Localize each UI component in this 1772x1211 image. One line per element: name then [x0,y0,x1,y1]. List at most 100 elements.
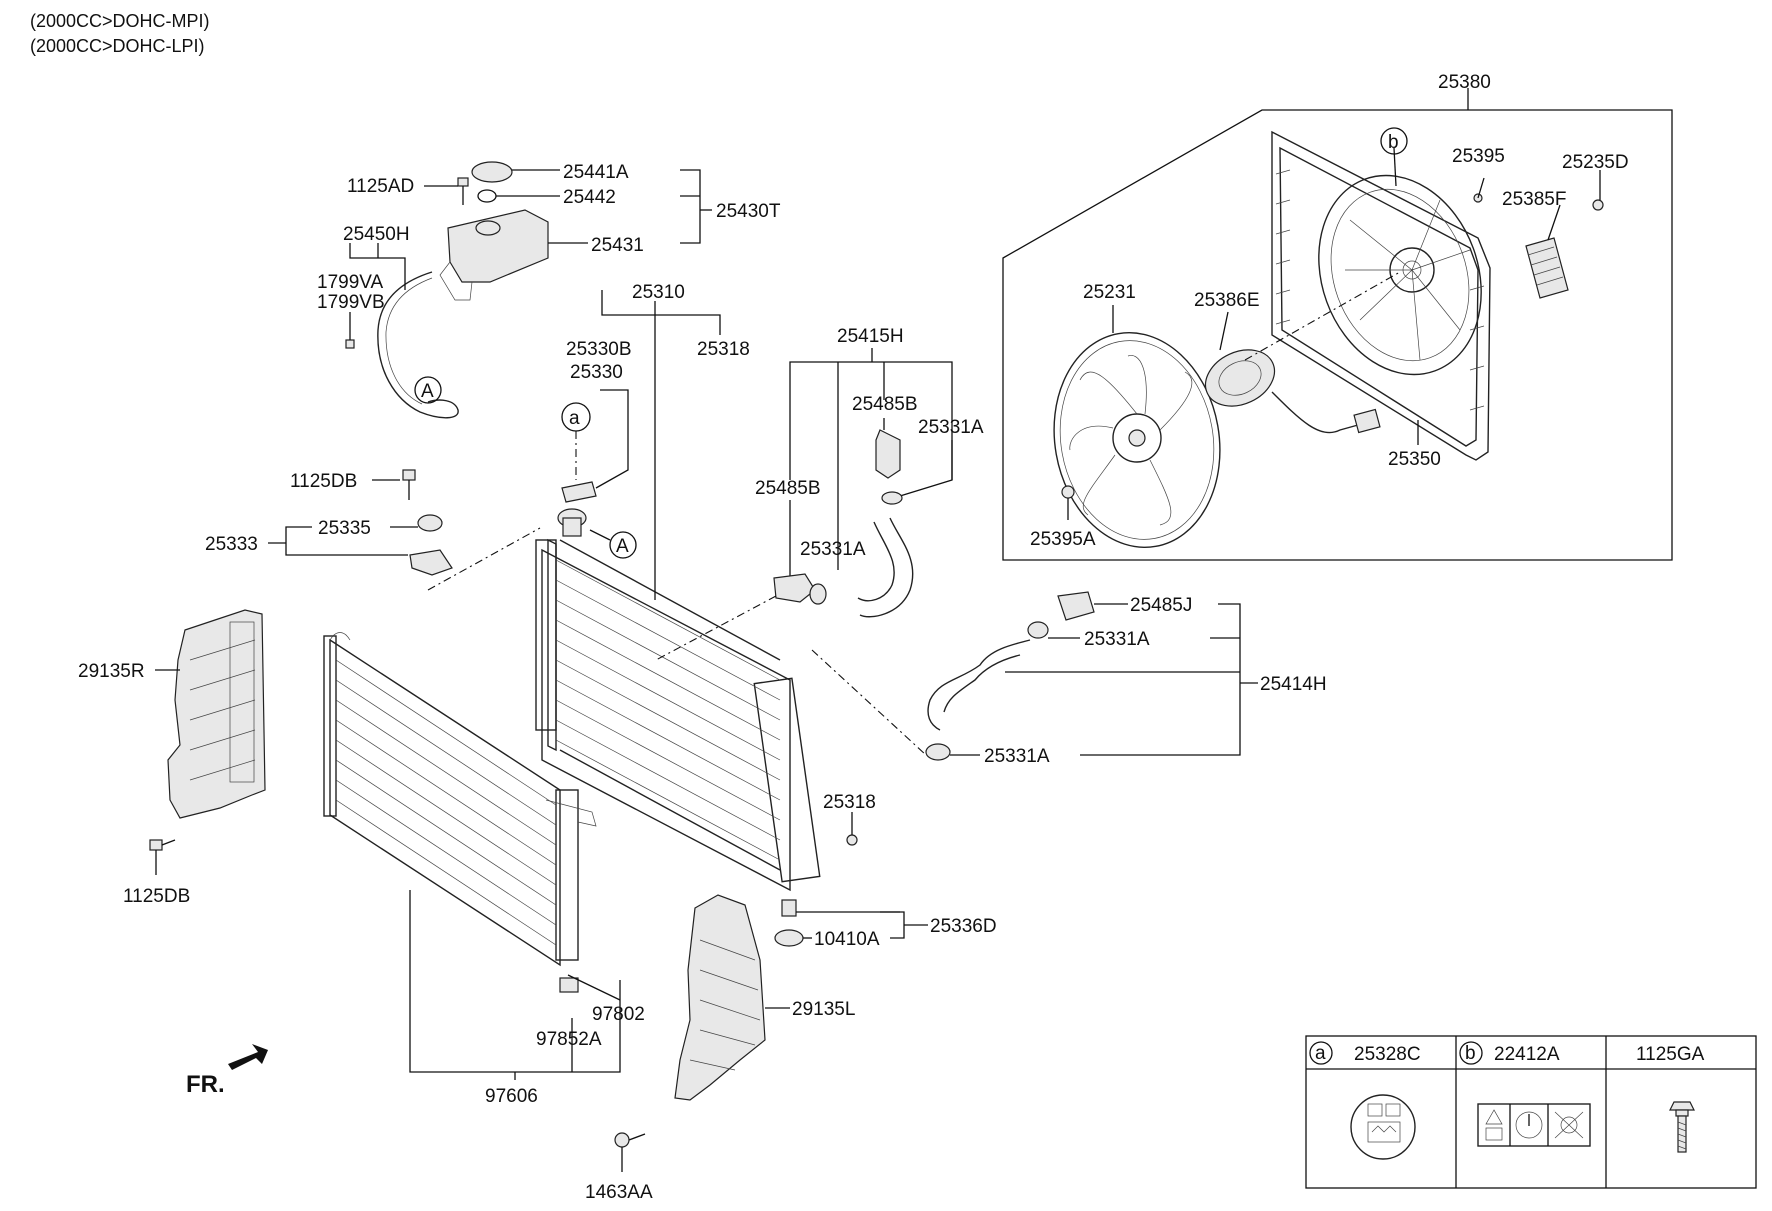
label-25441A[interactable]: 25441A [563,162,629,183]
label-25414H[interactable]: 25414H [1260,674,1327,695]
callout-a: a [569,408,580,429]
reservoir-tank [447,209,549,283]
clamp-25331A-c [1027,621,1049,639]
lower-hose [927,639,1031,731]
label-25485J[interactable]: 25485J [1130,595,1192,616]
label-25331A-b[interactable]: 25331A [800,539,866,560]
clip-1799VB [345,312,355,349]
clamp-25331A-b [809,583,827,605]
warning-label-rect-icon [1477,1103,1591,1147]
label-25336D[interactable]: 25336D [930,916,997,937]
header-line-2: (2000CC>DOHC-LPI) [30,36,205,56]
header-line-1: (2000CC>DOHC-MPI) [30,11,210,31]
screw-25395 [1473,177,1485,203]
label-25333[interactable]: 25333 [205,534,258,555]
label-25331A-c[interactable]: 25331A [1084,629,1150,650]
bracket-25333 [409,549,453,576]
label-25395A[interactable]: 25395A [1030,529,1096,550]
fan-blade-25231 [1053,331,1221,549]
o-ring-10410A [774,929,804,947]
label-97852A[interactable]: 97852A [536,1029,602,1050]
label-1125AD[interactable]: 1125AD [347,176,414,197]
label-1799VB[interactable]: 1799VB [317,292,385,313]
bolt-1125DB-lower [149,839,176,851]
screw-25395A [1061,485,1075,520]
fitting-25485B-lower [773,573,816,603]
label-25386E[interactable]: 25386E [1194,290,1260,311]
label-25485B-lower[interactable]: 25485B [755,478,821,499]
label-25231[interactable]: 25231 [1083,282,1136,303]
legend-key-a: a [1315,1043,1326,1064]
legend-part-1125GA[interactable]: 1125GA [1636,1044,1705,1065]
bolt-1125AD [457,177,469,205]
label-25318-top[interactable]: 25318 [697,339,750,360]
callout-A-lower: A [616,536,629,557]
label-25431[interactable]: 25431 [591,235,644,256]
resistor-25385F [1525,204,1569,299]
callout-b: b [1388,132,1399,153]
air-guard-29135R: 29135R 1125DB [78,609,266,907]
label-25442[interactable]: 25442 [563,187,616,208]
callout-A-lower-circle [609,531,637,559]
clamp-25331A-a [881,491,903,505]
label-25318-lower[interactable]: 25318 [823,792,876,813]
label-25380[interactable]: 25380 [1438,72,1491,93]
lower-hose-group: 25485J 25331A 25331A 25414H [811,591,1327,767]
legend-part-25328C[interactable]: 25328C [1354,1044,1421,1065]
label-25450H[interactable]: 25450H [343,224,410,245]
drain-plug [781,899,797,917]
bolt-1125GA-icon [1669,1101,1695,1153]
label-29135R[interactable]: 29135R [78,661,145,682]
legend-table: a 25328C b 22412A 1125GA [1305,1035,1757,1189]
label-25385F[interactable]: 25385F [1502,189,1566,210]
radiator-cap-25330 [561,481,597,503]
legend-key-b: b [1465,1043,1476,1064]
label-25330B[interactable]: 25330B [566,339,632,360]
label-29135L[interactable]: 29135L [792,999,855,1020]
label-25430T[interactable]: 25430T [716,201,781,222]
air-guard-29135L: 29135L [674,894,855,1101]
legend-part-22412A[interactable]: 22412A [1494,1044,1560,1065]
o-ring-25442 [477,189,497,203]
label-1463AA[interactable]: 1463AA [585,1182,653,1203]
label-25235D[interactable]: 25235D [1562,152,1629,173]
label-97606[interactable]: 97606 [485,1086,538,1107]
label-25331A-d[interactable]: 25331A [984,746,1050,767]
front-label: FR. [186,1071,225,1098]
front-arrow-icon [228,1044,268,1070]
bolt-1463AA [614,1132,646,1172]
label-25331A-a[interactable]: 25331A [918,417,984,438]
callout-A-upper-circle [414,376,442,404]
fan-shroud-assembly: 25380 b 25395 25235D [1002,72,1673,561]
clamp-25331A-d [925,743,951,761]
label-25335[interactable]: 25335 [318,518,371,539]
bracket-group-25333: 1125DB 25335 25333 [205,469,541,591]
label-1125DB-lower[interactable]: 1125DB [123,886,190,907]
warning-label-round-icon [1350,1094,1416,1160]
upper-hose [859,517,914,618]
label-25395[interactable]: 25395 [1452,146,1505,167]
fan-shroud [1271,130,1491,461]
fitting-25485B-upper [875,429,901,479]
label-1125DB-upper[interactable]: 1125DB [290,471,357,492]
label-1799VA[interactable]: 1799VA [317,272,384,293]
label-10410A[interactable]: 10410A [814,929,880,950]
bolt-1125DB-upper [402,469,416,500]
upper-hose-group: 25415H 25485B 25331A 25485B 25331A [655,326,984,661]
label-25330[interactable]: 25330 [570,362,623,383]
radiator-25310 [535,508,821,892]
label-25485B-upper[interactable]: 25485B [852,394,918,415]
drier-97852A [559,974,621,1001]
label-25350[interactable]: 25350 [1388,449,1441,470]
callout-A-upper: A [421,381,434,402]
screw-25235D [1592,170,1604,211]
reservoir-cap [471,161,513,183]
screw-25318-lower [846,812,858,846]
front-arrow: FR. [186,1044,268,1098]
label-25310[interactable]: 25310 [632,282,685,303]
fan-motor-25386E [1204,349,1381,434]
fitting-25485J [1057,591,1095,621]
label-97802[interactable]: 97802 [592,1004,645,1025]
label-25415H[interactable]: 25415H [837,326,904,347]
